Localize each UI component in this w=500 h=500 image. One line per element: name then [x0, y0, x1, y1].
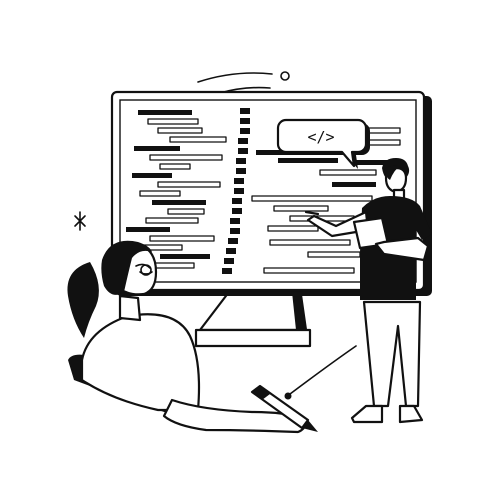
connector-line: [284, 345, 357, 400]
monitor-stand: [194, 286, 312, 348]
sparkle-icon: [74, 211, 86, 231]
code-tag-icon: </>: [307, 128, 334, 146]
code-editor-gutter: [222, 108, 250, 274]
motion-lines-icon: [197, 71, 290, 94]
code-editor-left-pane: [126, 110, 227, 269]
seated-person: [67, 240, 318, 434]
speech-bubble: </>: [276, 118, 370, 169]
presenter-person: [304, 158, 432, 424]
